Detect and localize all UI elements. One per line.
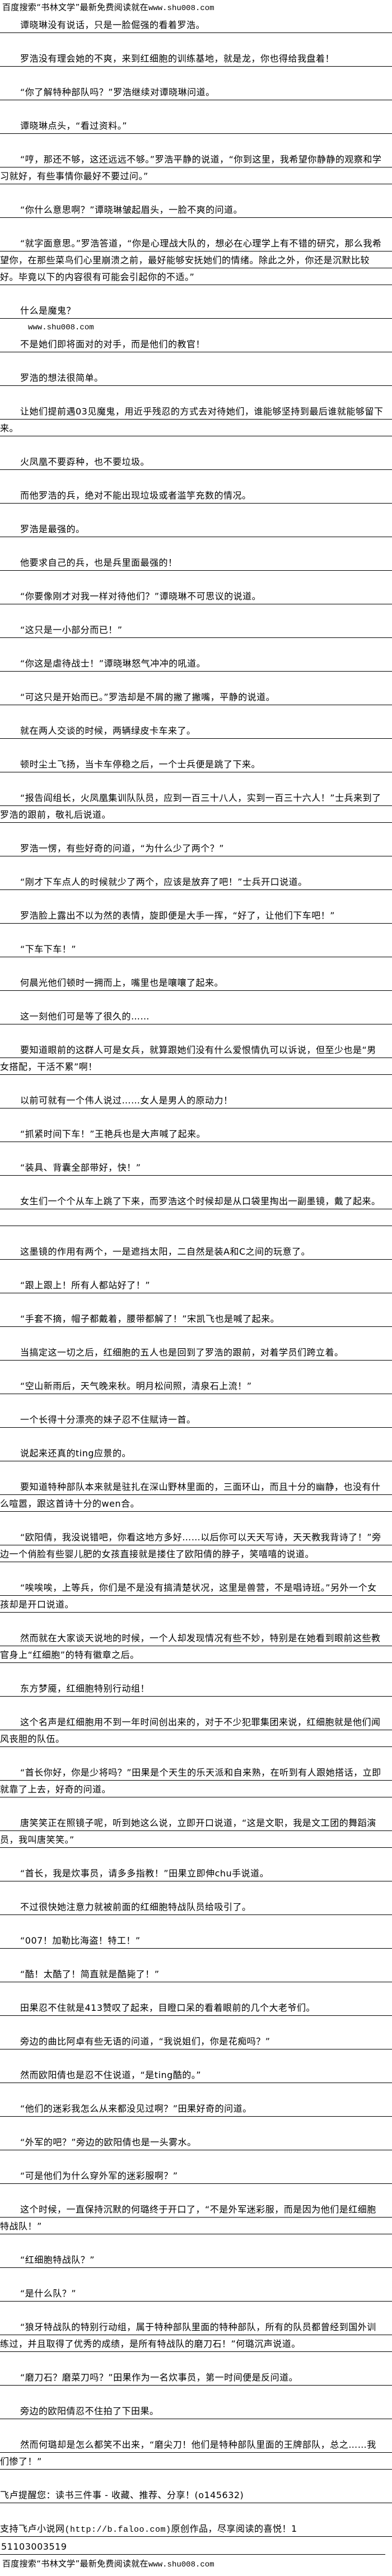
paragraph: “跟上跟上！所有人都站好了！”	[0, 1277, 392, 1294]
paragraph: “哼，那还不够，这还远远不够。”罗浩平静的说道，“你到这里，我希望你静静的观察和…	[0, 151, 392, 185]
paragraph: “酷！太酷了！简直就是酷毙了！”	[0, 1966, 392, 1983]
paragraph: 田果忍不住就是413赞叹了起来，目瞪口呆的看着眼前的几个大老爷们。	[0, 2000, 392, 2016]
paragraph: “首长，我是炊事员，请多多指教！”田果立即伸chu手说道。	[0, 1865, 392, 1882]
paragraph: 罗浩一愣，有些好奇的问道，“为什么少了两个？”	[0, 840, 392, 857]
paragraph: 这个时候，一直保持沉默的何璐终于开口了，“不是外军迷彩服，而是因为他们是红细胞特…	[0, 2201, 392, 2235]
banner-url-link[interactable]: www.shu008.com	[148, 4, 214, 13]
paragraph: “你要像刚才对我一样对待他们？”谭晓琳不可思议的说道。	[0, 588, 392, 605]
site-banner-top: 百度搜索“书林文学”最新免费阅读就在www.shu008.com	[0, 0, 392, 17]
blank-line	[0, 1210, 392, 1227]
paragraph: 罗浩没有理会她的不爽，来到红细胞的训练基地，就是龙，你也得给我盘着！	[0, 50, 392, 67]
inline-watermark: www.shu008.com	[28, 323, 94, 332]
paragraph: 然而欧阳倩也是忍不住说道，“是ting酷的。”	[0, 2067, 392, 2084]
paragraph: 罗浩脸上露出不以为然的表情，旋即便是大手一挥，“好了，让他们下车吧！”	[0, 907, 392, 924]
support-prefix: 支持飞卢小说网	[0, 2523, 65, 2534]
paragraph: 一个长得十分漂亮的妹子忍不住赋诗一首。	[0, 1412, 392, 1428]
faloo-support-line: 支持飞卢小说网(http://b.faloo.com)原创作品，尽享阅读的喜悦！…	[0, 2521, 392, 2538]
paragraph-group: 谭晓琳没有说话，只是一脸倔强的看着罗浩。罗浩没有理会她的不爽，来到红细胞的训练基…	[0, 17, 392, 319]
paragraph-group: 不是她们即将面对的对手，而是他们的教官！ 罗浩的想法很简单。让她们提前遇03见魔鬼…	[0, 336, 392, 2470]
faloo-id-line: 51103003519	[0, 2538, 385, 2555]
paragraph: “可是他们为什么穿外军的迷彩服啊？”	[0, 2168, 392, 2184]
paragraph: 就在两人交谈的时候，两辆绿皮卡车来了。	[0, 723, 392, 739]
site-banner-bottom: 百度搜索“书林文学”最新免费阅读就在www.shu008.com	[0, 2556, 392, 2573]
paragraph: “刚才下车点人的时候就少了两个，应该是放弃了吧！”士兵开口说道。	[0, 874, 392, 891]
paragraph: 什么是魔鬼？	[0, 302, 392, 319]
paragraph: 罗浩是最强的。	[0, 521, 392, 538]
paragraph: 让她们提前遇03见魔鬼，用近乎残忍的方式去对待她们，谁能够坚持到最后谁就能够留下…	[0, 403, 392, 437]
paragraph: 火凤凰不要孬种，也不要垃圾。	[0, 454, 392, 471]
paragraph: 旁边的欧阳倩忍不住拍了下田果。	[0, 2403, 392, 2420]
paragraph: 顿时尘土飞扬，当卡车停稳之后，一个士兵便是跳了下来。	[0, 756, 392, 773]
banner-text: 百度搜索“书林文学”最新免费阅读就在	[2, 2, 148, 12]
paragraph: 谭晓琳没有说话，只是一脸倔强的看着罗浩。	[0, 17, 392, 34]
paragraph: “外军的吧？”旁边的欧阳倩也是一头雾水。	[0, 2134, 392, 2151]
paragraph: “抓紧时间下车！”王艳兵也是大声喊了起来。	[0, 1126, 392, 1143]
support-suffix: 原创作品，尽享阅读的喜悦！1	[171, 2523, 297, 2534]
paragraph: “首长你好，你是少将吗？”田果是个天生的乐天派和自来熟，在听到有人跟她搭话，立即…	[0, 1764, 392, 1798]
paragraph: 说起来还真的ting应景的。	[0, 1445, 392, 1462]
paragraph: “欧阳倩，我没说错吧，你看这地方多好……以后你可以天天写诗，天天教我背诗了！”旁…	[0, 1529, 392, 1563]
paragraph: “报告阎组长，火凤凰集训队队员，应到一百三十八人，实到一百三十六人！”士兵来到了…	[0, 790, 392, 823]
paragraph: 这一刻他们可是等了很久的……	[0, 1008, 392, 1025]
faloo-url-link[interactable]: (http://b.faloo.com)	[64, 2525, 171, 2535]
paragraph: 东方梦魇，红细胞特别行动组！	[0, 1680, 392, 1697]
paragraph: 不过很快她注意力就被前面的红细胞特战队员给吸引了。	[0, 1899, 392, 1916]
paragraph: “他们的迷彩我怎么从来都没见过啊？”田果好奇的问道。	[0, 2100, 392, 2117]
paragraph: 要知道眼前的这群人可是女兵，就算跟她们没有什么爱恨情仇可以诉说，但至少也是“男女…	[0, 1042, 392, 1075]
paragraph: 当搞定这一切之后，红细胞的五人也是回到了罗浩的跟前，对着学员们跨立着。	[0, 1344, 392, 1361]
paragraph: 何晨光他们顿时一拥而上，嘴里也是嚷嚷了起来。	[0, 975, 392, 991]
banner-text: 百度搜索“书林文学”最新免费阅读就在	[2, 2559, 148, 2569]
paragraph: 这个名声是红细胞用不到一年时间创出来的，对于不少犯罪集团来说，红细胞就是他们闻风…	[0, 1714, 392, 1748]
paragraph: “狼牙特战队的特别行动组，属于特种部队里面的特种部队，所有的队员都曾经到国外训练…	[0, 2319, 392, 2353]
paragraph: 不是她们即将面对的对手，而是他们的教官！	[0, 336, 392, 353]
paragraph: 罗浩的想法很简单。	[0, 370, 392, 386]
paragraph: “手套不摘，帽子都戴着，腰带都解了！”宋凯飞也是喊了起来。	[0, 1311, 392, 1327]
paragraph: 而他罗浩的兵，绝对不能出现垃圾或者滥竽充数的情况。	[0, 487, 392, 504]
faloo-reminder: 飞卢提醒您：读书三件事 - 收藏、推荐、分享！(o145632)	[0, 2487, 392, 2504]
banner-url-link[interactable]: www.shu008.com	[148, 2560, 214, 2569]
paragraph: 女生们一个个从车上跳了下来，而罗浩这个时候却是从口袋里掏出一副墨镜，戴了起来。	[0, 1193, 392, 1210]
paragraph: “装具、背囊全部带好，快！”	[0, 1159, 392, 1176]
paragraph: 唐笑笑正在照镜子呢，听到她这么说，立即开口说道，“这是文职，我是文工团的舞蹈演员…	[0, 1815, 392, 1848]
paragraph: “007！加勒比海盗！特工！”	[0, 1932, 392, 1949]
paragraph: “空山新雨后，天气晚来秋。明月松间照，清泉石上流！”	[0, 1378, 392, 1395]
paragraph: 他要求自己的兵，也是兵里面最强的！	[0, 555, 392, 571]
paragraph: “可这只是开始而已。”罗浩却是不屑的撇了撇嘴，平静的说道。	[0, 689, 392, 706]
paragraph: 旁边的曲比阿卓有些无语的问道，“我说姐们，你是花痴吗？”	[0, 2033, 392, 2050]
paragraph: 这墨镜的作用有两个，一是遮挡太阳，二自然是装A和C之间的玩意了。	[0, 1243, 392, 1260]
paragraph: 以前可就有一个伟人说过……女人是男人的原动力！	[0, 1092, 392, 1109]
paragraph: “下车下车！”	[0, 941, 392, 958]
paragraph: “红细胞特战队？”	[0, 2252, 392, 2268]
paragraph: 要知道特种部队本来就是驻扎在深山野林里面的，三面环山，而且十分的幽静，也没有什么…	[0, 1479, 392, 1512]
paragraph: “是什么队？”	[0, 2285, 392, 2302]
paragraph: 然而就在大家谈天说地的时候，一个人却发现情况有些不妙，特别是在她看到眼前这些教官…	[0, 1630, 392, 1664]
paragraph: 然而何璐却是怎么都笑不出来，“磨尖刀！他们是特种部队里面的王牌部队，总之……我们…	[0, 2437, 392, 2470]
chapter-content: 谭晓琳没有说话，只是一脸倔强的看着罗浩。罗浩没有理会她的不爽，来到红细胞的训练基…	[0, 17, 392, 2555]
paragraph: “唉唉唉，上等兵，你们是不是没有搞清楚状况，这里是兽营，不是唱诗班。”另外一个女…	[0, 1580, 392, 1613]
paragraph: “这只是一小部分而已！”	[0, 622, 392, 639]
paragraph: “磨刀石？磨菜刀吗？”田果作为一名炊事员，第一时间便是反问道。	[0, 2369, 392, 2386]
paragraph: “就字面意思。”罗浩答道，“你是心理战大队的，想必在心理学上有不错的研究，那么我…	[0, 235, 392, 286]
paragraph: “你了解特种部队吗？”罗浩继续对谭晓琳问道。	[0, 84, 392, 101]
paragraph: “你什么意思啊？”谭晓琳皱起眉头，一脸不爽的问道。	[0, 202, 392, 218]
paragraph: 谭晓琳点头，“看过资料。”	[0, 118, 392, 134]
paragraph: “你这是虐待战士！”谭晓琳怒气冲冲的吼道。	[0, 655, 392, 672]
